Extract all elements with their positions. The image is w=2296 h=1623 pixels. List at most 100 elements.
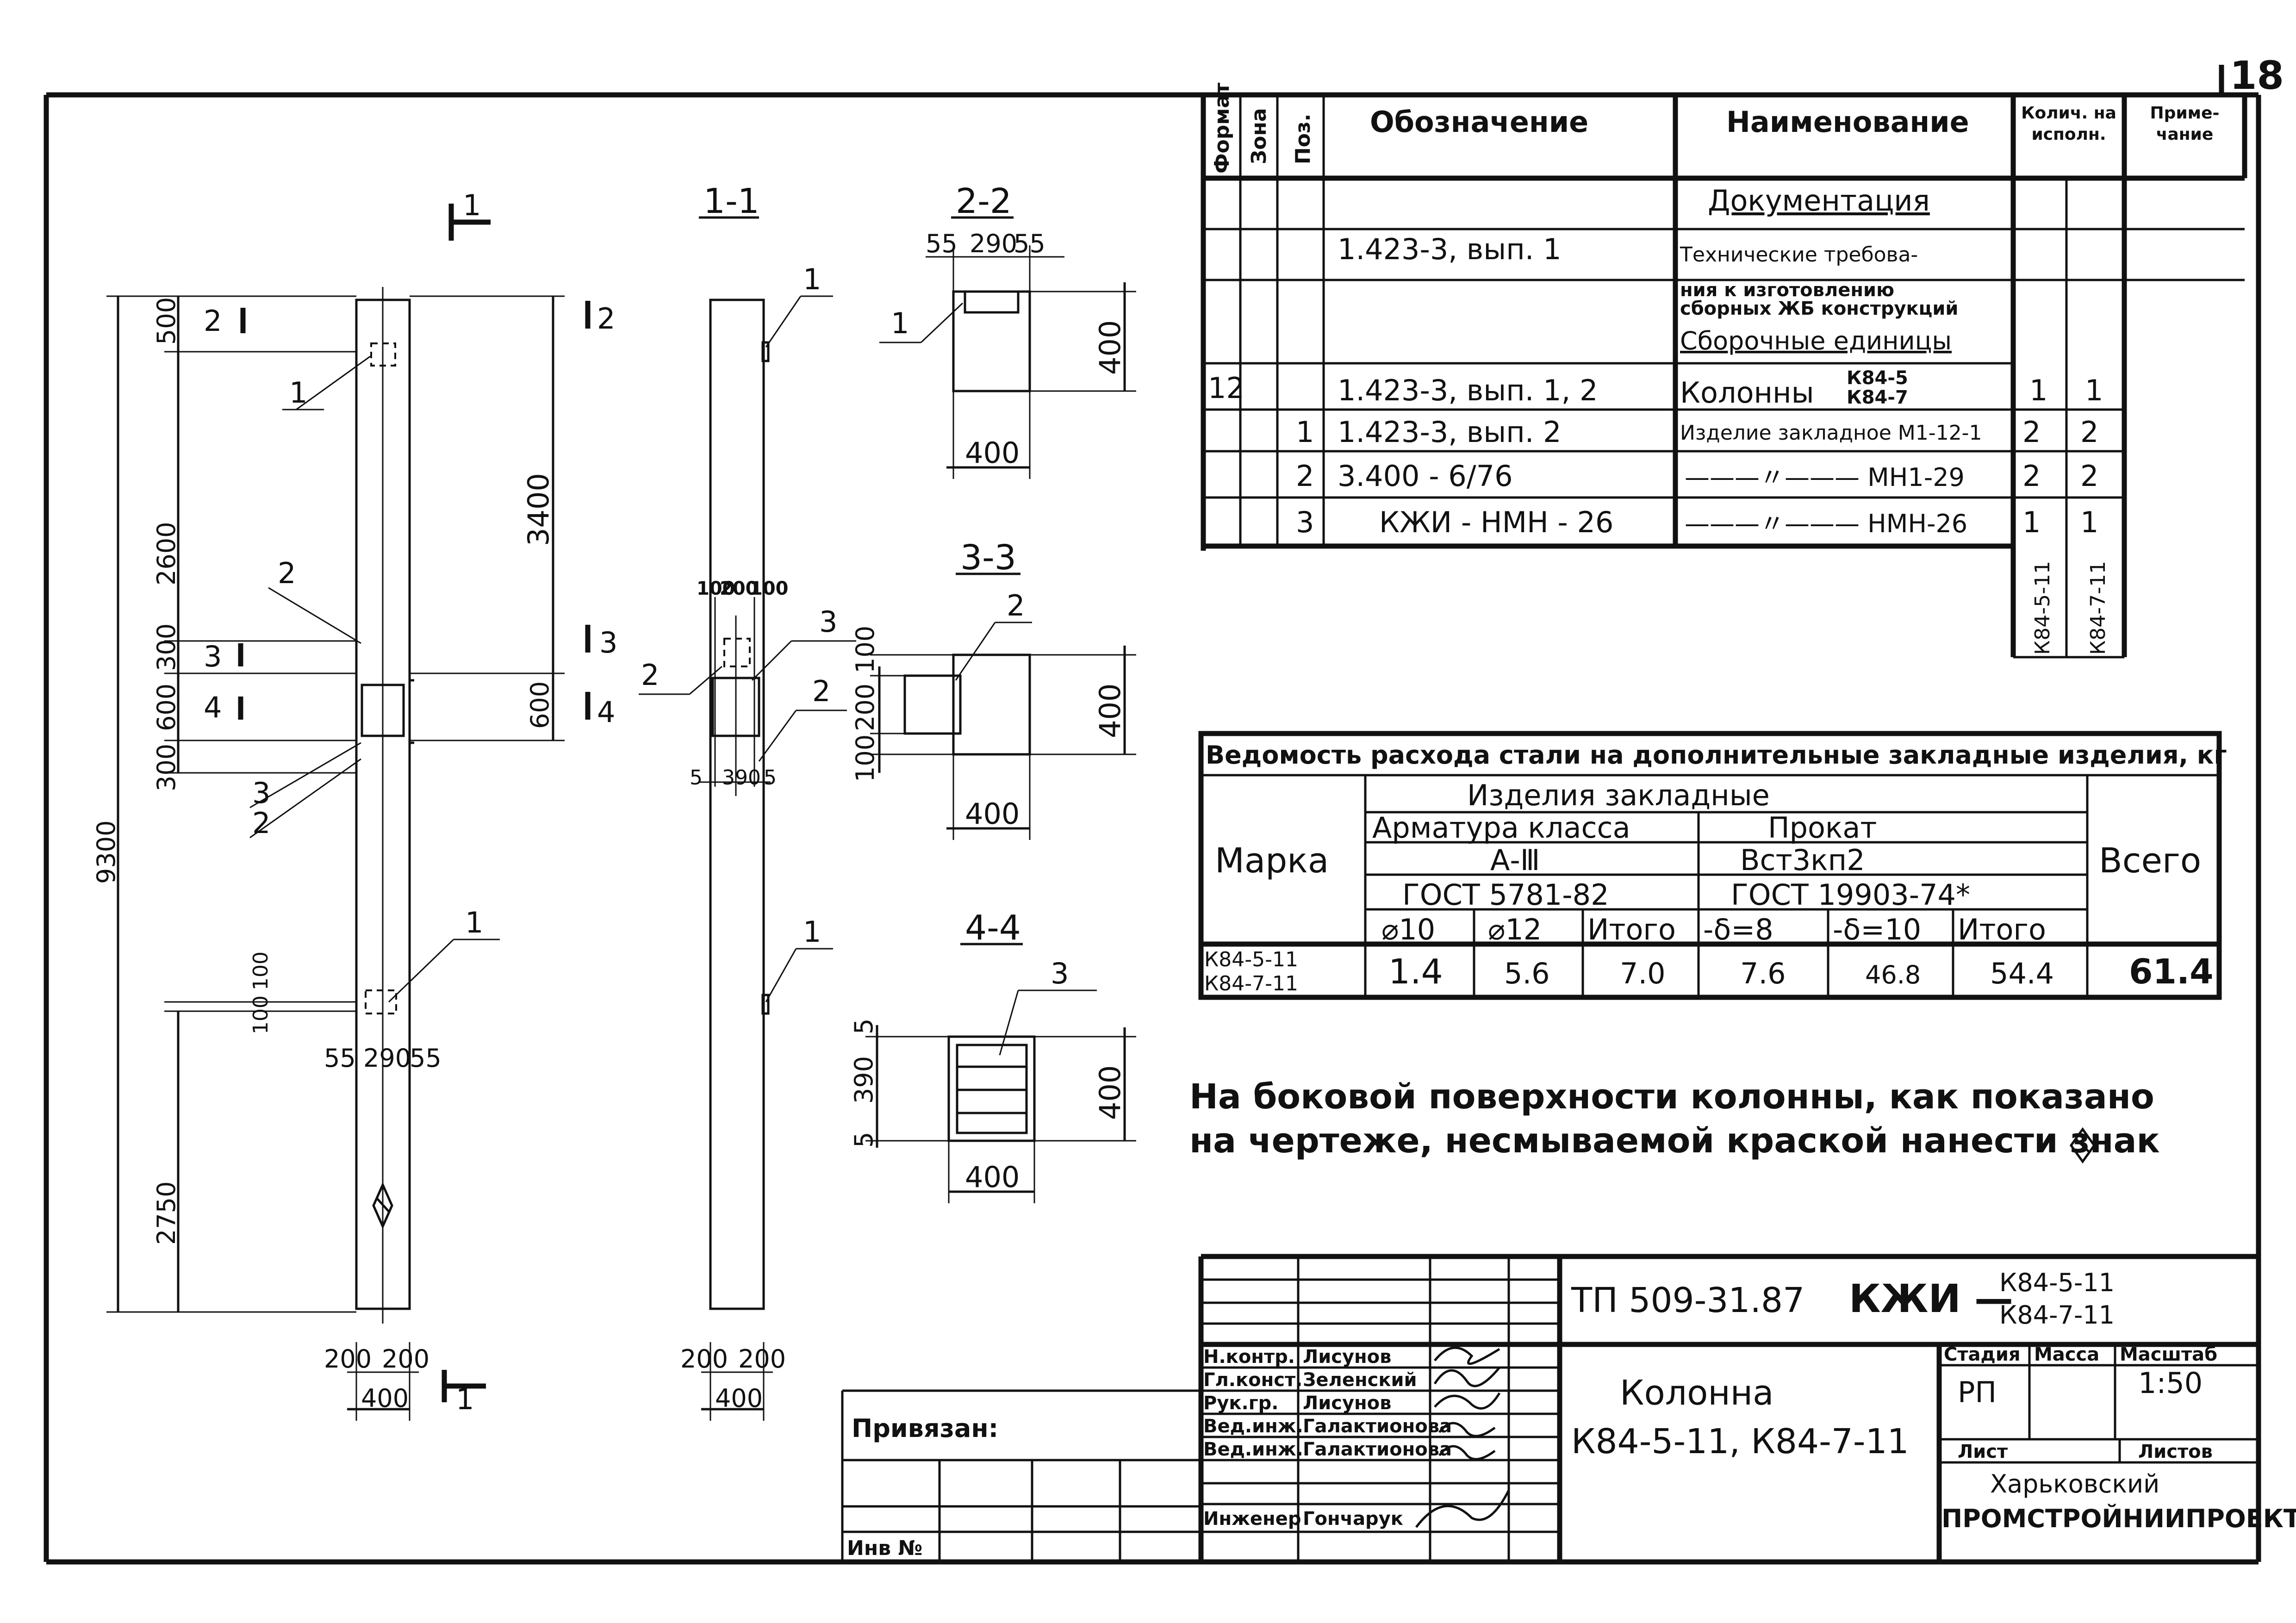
dim-label: 400	[1093, 1065, 1127, 1120]
steel-mark: К84-5-11	[1204, 948, 1298, 971]
signer-role: Рук.гр.	[1203, 1393, 1278, 1414]
spec-doc-designation: 1.423-3, вып. 1	[1338, 232, 1562, 266]
steel-rolled-header: Прокат	[1768, 811, 1877, 845]
dim-label: 55	[1014, 229, 1045, 258]
stamp-scale: 1:50	[2138, 1366, 2203, 1400]
spec-row-qty1: 2	[2022, 459, 2041, 493]
dim-label: 300	[152, 744, 181, 791]
spec-row-name: ———〃——— МН1-29	[1685, 463, 1965, 492]
dim-label: 200	[720, 578, 759, 599]
spec-exec-column: К84-5-11	[2031, 561, 2054, 655]
leader-label: 2	[641, 658, 659, 692]
spec-row-qty1: 1	[2022, 505, 2041, 539]
privyazan-label: Привязан:	[852, 1414, 998, 1443]
leader-label: 1	[891, 306, 909, 340]
leader-label: 2	[278, 556, 296, 590]
spec-row-qty2: 1	[2080, 505, 2098, 539]
signer-name: Галактионова	[1303, 1439, 1452, 1460]
dim-label: 400	[965, 1160, 1020, 1194]
leader-label: 3	[1051, 957, 1069, 990]
spec-row-pos: 2	[1296, 459, 1314, 493]
stamp-stage: РП	[1958, 1375, 1997, 1409]
steel-value: 5.6	[1504, 957, 1550, 990]
section-marker-label: 1	[463, 188, 481, 222]
stamp-stage-header: Стадия	[1944, 1344, 2021, 1365]
dim-label: 390	[849, 1056, 878, 1104]
steel-table-title: Ведомость расхода стали на дополнительны…	[1206, 740, 2227, 770]
dim-label: 500	[152, 297, 181, 345]
dim-label: 100	[249, 951, 273, 990]
leader-label: 2	[204, 304, 222, 338]
stamp-code-mark: К84-7-11	[1999, 1300, 2115, 1330]
dim-label: 200	[324, 1344, 372, 1374]
stamp-doc-code: ТП 509-31.87	[1571, 1281, 1804, 1320]
steel-rolled-grade: Вст3кп2	[1740, 843, 1865, 877]
signer-role: Инженер	[1203, 1508, 1301, 1530]
section-4-4: 4-4 5 390 5 400 400 3	[849, 908, 1136, 1203]
inventory-label: Инв №	[847, 1536, 922, 1560]
dim-label: 100	[750, 578, 789, 599]
dim-label: 600	[152, 684, 181, 731]
dim-label: 5	[849, 1132, 878, 1148]
stamp-title: Колонна	[1620, 1373, 1774, 1413]
steel-subheader: -δ=8	[1703, 913, 1773, 946]
stamp-org: ПРОМСТРОЙНИИПРОЕКТ	[1941, 1504, 2296, 1533]
dim-label: 300	[152, 623, 181, 671]
leader-label: 3	[819, 605, 837, 639]
section-1-1: 1-1 100 200 100 5 390 5 200 200 400 1 1 …	[639, 181, 856, 1421]
steel-value: 61.4	[2129, 952, 2214, 992]
section-3-3: 3-3 100 200 100 400 400 2	[851, 538, 1136, 840]
section-marker-label: 1	[456, 1382, 474, 1416]
dim-label: 55	[410, 1044, 442, 1073]
spec-row-qty2: 2	[2080, 459, 2098, 493]
dim-label: 200	[738, 1344, 786, 1374]
dim-label: 600	[525, 681, 554, 729]
spec-row-name-mark: К84-7	[1847, 387, 1908, 408]
steel-value: 7.6	[1740, 957, 1786, 990]
spec-header-zone: Зона	[1247, 108, 1271, 164]
leader-label: 1	[465, 906, 483, 939]
dim-label: 400	[965, 436, 1020, 470]
spec-doc-name-line: Технические требова-	[1680, 243, 1918, 267]
steel-mark: К84-7-11	[1204, 972, 1298, 995]
dim-label: 2750	[152, 1181, 181, 1245]
steel-subheader: -δ=10	[1833, 913, 1921, 946]
marking-sign-icon	[2069, 1127, 2096, 1164]
spec-row-name: Колонны	[1680, 376, 1814, 410]
spec-exec-column: К84-7-11	[2086, 561, 2110, 655]
leader-label: 2	[812, 674, 830, 708]
dim-label: 200	[680, 1344, 728, 1374]
spec-row-qty1: 1	[2029, 373, 2047, 407]
spec-row-name-mark: К84-5	[1847, 367, 1908, 389]
note-line: На боковой поверхности колонны, как пока…	[1189, 1077, 2154, 1117]
column-elevation: 500 2600 300 600 300 9300 2750 3400 600 …	[92, 188, 617, 1421]
leader-label: 3	[252, 776, 270, 810]
spec-row-designation: 1.423-3, вып. 2	[1338, 415, 1562, 449]
signer-role: Гл.конст.	[1203, 1369, 1302, 1391]
stamp-code-mark: К84-5-11	[1999, 1268, 2115, 1297]
spec-row-name: ———〃——— НМН-26	[1685, 509, 1967, 538]
spec-row-pos: 1	[1296, 415, 1314, 449]
steel-value: 1.4	[1388, 952, 1443, 992]
spec-header-name: Наименование	[1726, 105, 1969, 139]
steel-mark-header: Марка	[1215, 841, 1329, 881]
section-title: 1-1	[703, 181, 759, 221]
leader-label: 2	[597, 302, 615, 336]
title-block: ТП 509-31.87 КЖИ — К84-5-11 К84-7-11 Кол…	[841, 1254, 2296, 1562]
dim-label: 200	[851, 684, 880, 731]
leader-label: 2	[252, 806, 270, 840]
signer-name: Лисунов	[1303, 1393, 1391, 1414]
stamp-sheets-header: Листов	[2138, 1441, 2213, 1462]
dim-label: 400	[361, 1384, 409, 1413]
leader-label: 3	[204, 640, 222, 673]
dim-label: 5	[764, 766, 777, 790]
dim-label: 290	[363, 1044, 411, 1073]
section-title: 3-3	[960, 538, 1016, 578]
steel-subheader: Итого	[1958, 913, 2046, 946]
stamp-sheet-header: Лист	[1958, 1441, 2008, 1462]
leader-label: 4	[204, 690, 222, 724]
dim-label: 55	[324, 1044, 356, 1073]
dim-label: 5	[849, 1019, 878, 1034]
spec-header-designation: Обозначение	[1370, 105, 1588, 139]
steel-consumption-table: Ведомость расхода стали на дополнительны…	[1198, 731, 2227, 1000]
